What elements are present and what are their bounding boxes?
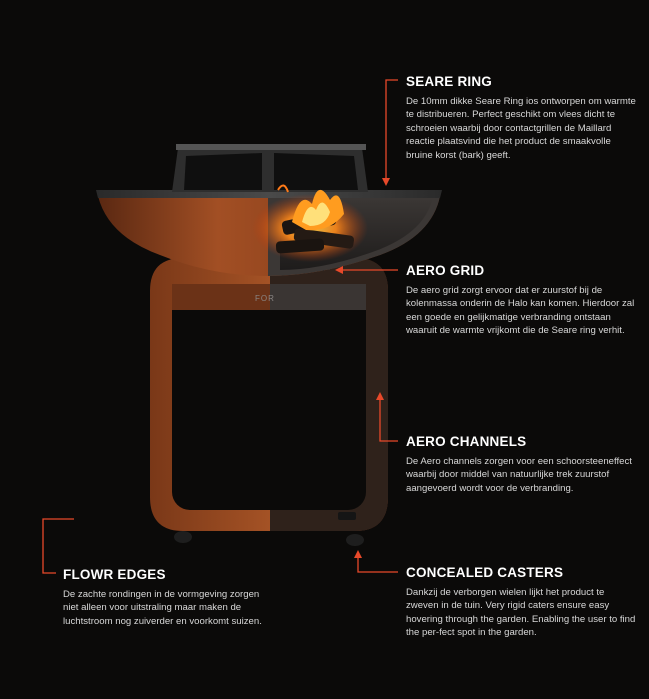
callout-title: AERO GRID	[406, 263, 485, 278]
callout-leaders	[42, 79, 398, 574]
callout-body: De zachte rondingen in de vormgeving zor…	[63, 589, 262, 627]
callout-title: FLOWR EDGES	[63, 567, 166, 582]
logo-mark: FOR	[255, 294, 275, 303]
callout-aero-grid: AERO GRID De aero grid zorgt ervoor dat …	[406, 263, 638, 338]
callout-title: SEARE RING	[406, 74, 493, 89]
callout-concealed-casters: CONCEALED CASTERS Dankzij de verborgen w…	[406, 565, 638, 640]
callout-title: AERO CHANNELS	[406, 434, 527, 449]
seare-ring	[172, 144, 368, 192]
callout-aero-channels: AERO CHANNELS De Aero channels zorgen vo…	[406, 434, 638, 495]
callout-body: De Aero channels zorgen voor een schoors…	[406, 456, 632, 494]
callout-body: Dankzij de verborgen wielen lijkt het pr…	[406, 587, 636, 639]
stand-frame	[150, 258, 388, 531]
fire-illustration	[252, 184, 368, 262]
caster-wheels	[174, 531, 364, 546]
callout-body: De aero grid zorgt ervoor dat er zuursto…	[406, 285, 635, 337]
callout-body: De 10mm dikke Seare Ring ios ontworpen o…	[406, 96, 636, 161]
callout-title: CONCEALED CASTERS	[406, 565, 564, 580]
callout-seare-ring: SEARE RING De 10mm dikke Seare Ring ios …	[406, 74, 638, 162]
callout-flowr-edges: FLOWR EDGES De zachte rondingen in de vo…	[63, 567, 263, 628]
